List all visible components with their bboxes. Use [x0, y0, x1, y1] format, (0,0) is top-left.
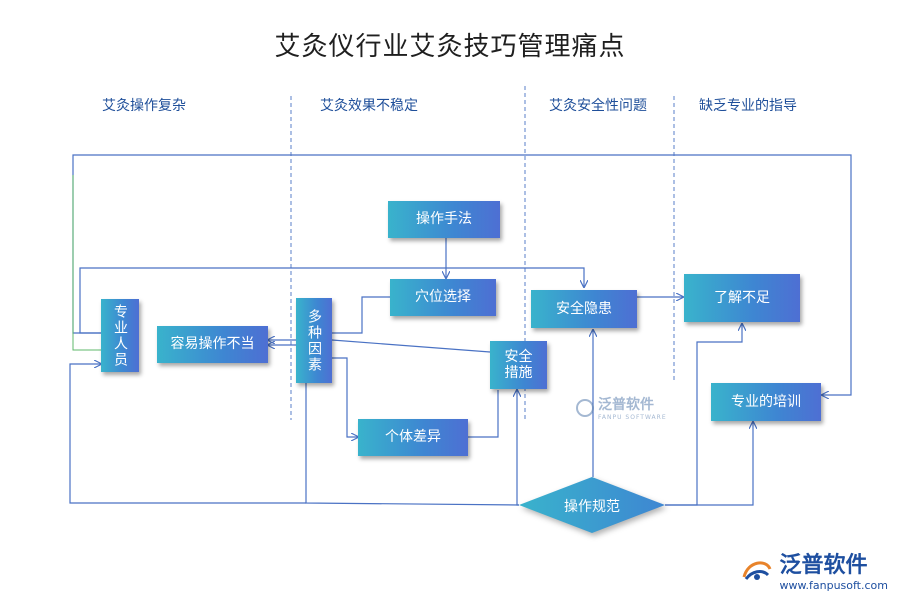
connector-bottom-loop	[69, 364, 306, 504]
node-multi-factors[interactable]: 多种因素	[296, 298, 332, 383]
node-professional[interactable]: 专业人员	[101, 299, 139, 372]
connector-acupoint-factors	[332, 296, 390, 334]
connector-top-loop	[72, 154, 852, 395]
node-individual-diff[interactable]: 个体差异	[358, 419, 468, 456]
connector-individual-measures	[468, 390, 499, 438]
watermark-logo-icon	[576, 398, 594, 417]
node-acupoint[interactable]: 穴位选择	[390, 279, 496, 316]
connector-standards-measures	[517, 390, 519, 506]
logo-url-text: www.fanpusoft.com	[779, 579, 888, 592]
logo-brand-text: 泛普软件	[779, 553, 868, 578]
watermark: 泛普软件 FANPU SOFTWARE	[576, 394, 667, 421]
connector-green	[72, 175, 101, 351]
node-improper-operation[interactable]: 容易操作不当	[157, 326, 268, 363]
diagram-title: 艾灸仪行业艾灸技巧管理痛点	[274, 32, 626, 62]
fanpu-logo-icon	[742, 560, 771, 580]
section-label-complex: 艾灸操作复杂	[102, 98, 186, 114]
section-label-guidance: 缺乏专业的指导	[699, 98, 797, 114]
node-technique[interactable]: 操作手法	[388, 201, 500, 238]
brand-logo: 泛普软件 www.fanpusoft.com	[740, 547, 888, 592]
node-safety-measures[interactable]: 安全措施	[490, 341, 547, 389]
connector-factors-standards	[305, 383, 520, 506]
section-label-unstable: 艾灸效果不稳定	[320, 98, 418, 114]
watermark-text: 泛普软件	[598, 397, 654, 413]
node-training[interactable]: 专业的培训	[711, 383, 821, 421]
standards-diamond	[519, 477, 665, 533]
watermark-subtext: FANPU SOFTWARE	[598, 414, 667, 421]
section-label-safety: 艾灸安全性问题	[549, 98, 647, 114]
connector-measures-improper	[268, 340, 491, 353]
connector-mid-loop	[79, 267, 584, 334]
connector-factors-individual	[332, 357, 358, 437]
node-safety-hazard[interactable]: 安全隐患	[531, 290, 637, 328]
node-understanding[interactable]: 了解不足	[684, 274, 800, 322]
connector-standards-training	[665, 422, 753, 506]
